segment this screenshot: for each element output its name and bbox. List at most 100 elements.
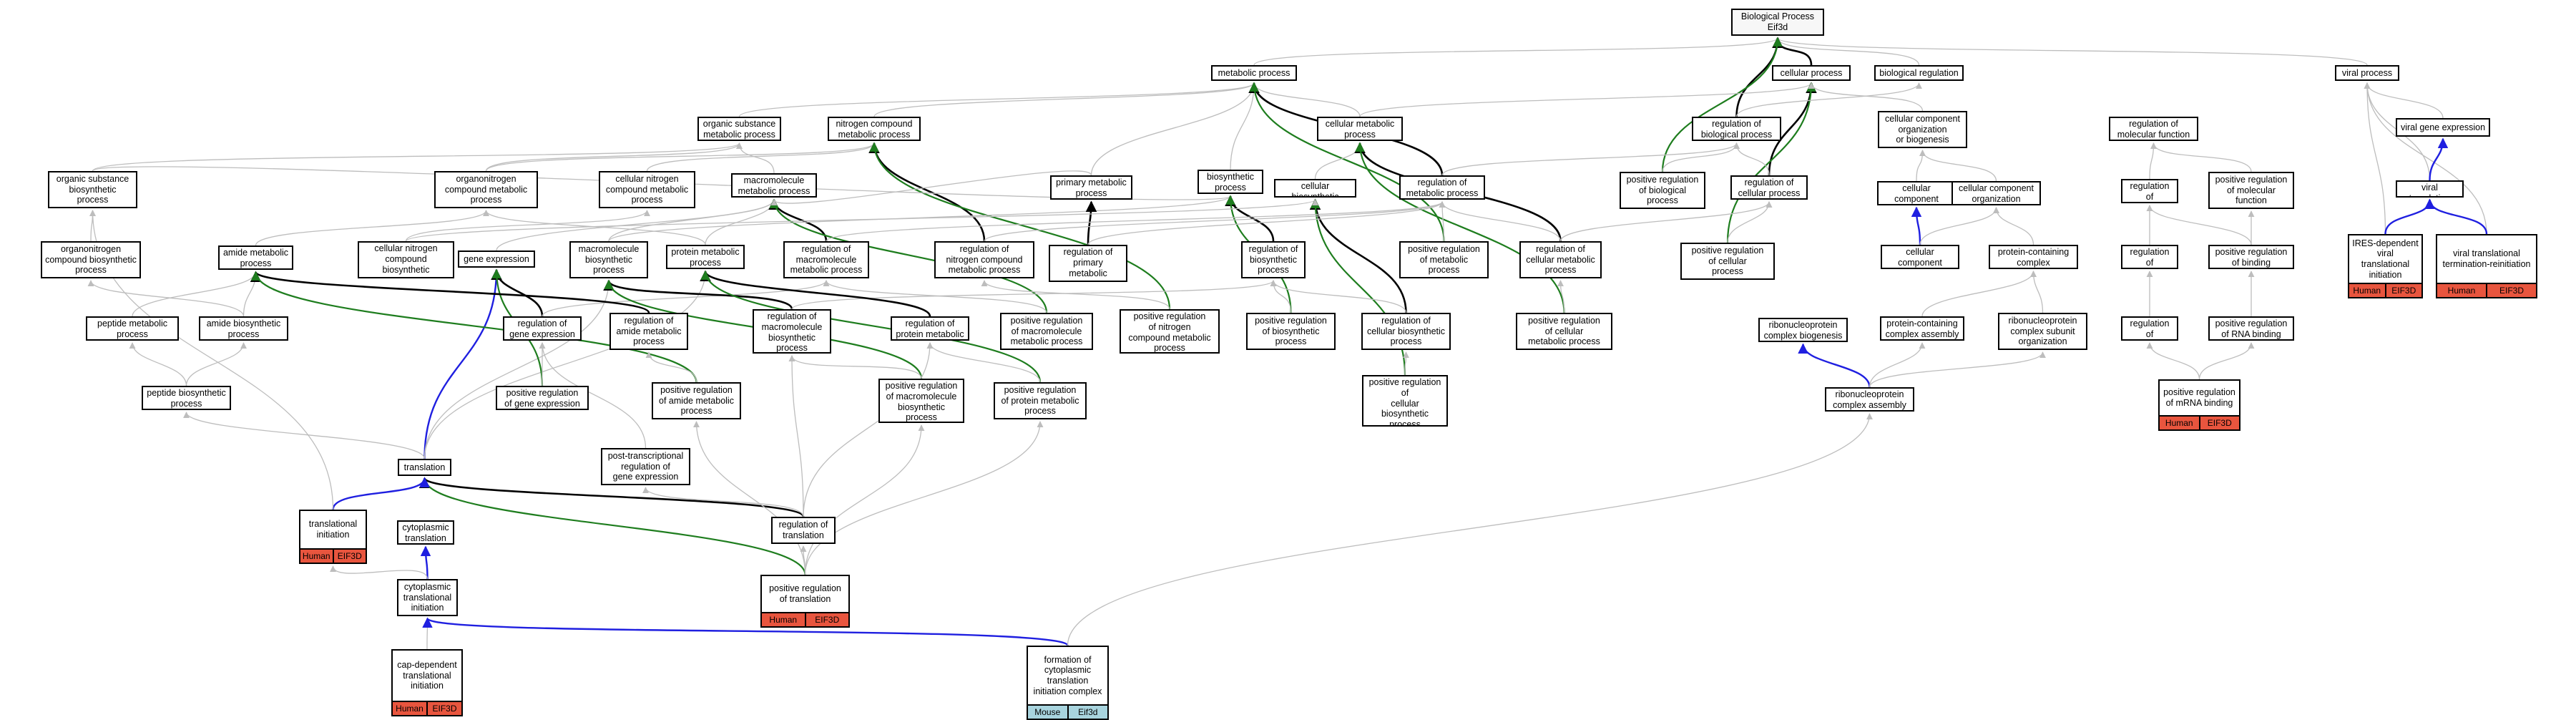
go-term-prmbp[interactable]: positive regulation of macromolecule bio… xyxy=(878,379,964,423)
edge-cncbp-cbp xyxy=(405,199,1318,242)
go-term-label: positive regulation of biosynthetic proc… xyxy=(1255,315,1327,347)
go-term-br[interactable]: biological regulation xyxy=(1874,65,1964,81)
go-term-onmp[interactable]: organonitrogen compound metabolic proces… xyxy=(434,171,538,208)
go-term-rmmp[interactable]: regulation of macromolecule metabolic pr… xyxy=(783,241,869,278)
go-term-prmmp[interactable]: positive regulation of macromolecule met… xyxy=(1000,313,1093,350)
go-term-ccb[interactable]: cellular component biogenesis xyxy=(1877,181,1956,205)
go-term-rcso[interactable]: ribonucleoprotein complex subunit organi… xyxy=(1998,313,2087,350)
edge-cca-ccb xyxy=(1911,206,1922,245)
edge-rncmp-rmp xyxy=(984,201,1446,242)
go-term-prmf[interactable]: positive regulation of molecular functio… xyxy=(2208,172,2294,209)
go-term-rrb[interactable]: regulation of RNA binding xyxy=(2121,245,2178,269)
go-term-prbsp[interactable]: positive regulation of biosynthetic proc… xyxy=(1246,313,1336,350)
go-term-prge[interactable]: positive regulation of gene expression xyxy=(496,386,589,410)
go-term-rcb[interactable]: ribonucleoprotein complex biogenesis xyxy=(1758,318,1848,342)
go-term-prpmp[interactable]: positive regulation of protein metabolic… xyxy=(994,382,1087,419)
go-term-vp[interactable]: viral process xyxy=(2335,65,2399,81)
go-term-pmp[interactable]: primary metabolic process xyxy=(1050,175,1132,200)
go-term-bsp[interactable]: biosynthetic process xyxy=(1198,170,1263,194)
go-term-rmp[interactable]: regulation of metabolic process xyxy=(1399,175,1485,200)
go-term-pcca[interactable]: protein-containing complex assembly xyxy=(1880,316,1964,341)
go-term-ncmp[interactable]: nitrogen compound metabolic process xyxy=(828,117,921,141)
species-tag: Human xyxy=(762,613,805,626)
edge-pepbp-abp xyxy=(185,342,247,386)
go-term-label: regulation of primary metabolic process xyxy=(1063,247,1113,281)
go-term-fcti[interactable]: formation of cytoplasmic translation ini… xyxy=(1027,646,1109,720)
go-term-pcco[interactable]: protein-containing complex organization xyxy=(1989,245,2078,269)
go-term-tr[interactable]: translation xyxy=(398,459,451,476)
go-term-rca[interactable]: ribonucleoprotein complex assembly xyxy=(1825,387,1914,412)
edge-rtr-rmbp xyxy=(788,355,804,517)
go-term-cco[interactable]: cellular component organization xyxy=(1951,181,2041,205)
go-term-prrb[interactable]: positive regulation of RNA binding xyxy=(2208,316,2294,341)
go-term-label: regulation of macromolecule biosynthetic… xyxy=(761,311,823,354)
go-term-rbsp[interactable]: regulation of biosynthetic process xyxy=(1241,241,1306,278)
go-term-ct[interactable]: cytoplasmic translation xyxy=(397,520,454,545)
edge-rb-rmf xyxy=(2149,142,2157,180)
edge-prb-rb xyxy=(2146,205,2252,245)
go-term-pep[interactable]: peptide metabolic process xyxy=(86,316,179,341)
go-term-iresv[interactable]: IRES-dependent viral translational initi… xyxy=(2348,234,2423,298)
go-term-abp[interactable]: amide biosynthetic process xyxy=(199,316,288,341)
go-term-prcp[interactable]: positive regulation of cellular process xyxy=(1680,243,1775,280)
go-term-label: regulation of amide metabolic process xyxy=(616,315,682,347)
edge-rcbp-rbsp xyxy=(1270,280,1407,313)
go-term-ptrg[interactable]: post-transcriptional regulation of gene … xyxy=(601,448,690,485)
go-term-prb[interactable]: positive regulation of binding xyxy=(2208,245,2294,269)
go-term-rb[interactable]: regulation of binding xyxy=(2121,179,2178,203)
go-term-rcbp[interactable]: regulation of cellular biosynthetic proc… xyxy=(1361,313,1451,350)
go-term-label: regulation of biological process xyxy=(1700,119,1773,140)
go-term-rncmp[interactable]: regulation of nitrogen compound metaboli… xyxy=(934,241,1034,278)
go-term-label: cap-dependent translational initiation xyxy=(397,659,457,691)
go-term-label: viral process xyxy=(2341,67,2393,78)
species-tag: Human xyxy=(2349,284,2385,297)
go-term-prmp2[interactable]: protein metabolic process xyxy=(666,245,745,269)
go-term-rcmp[interactable]: regulation of cellular metabolic process xyxy=(1519,241,1602,278)
go-term-vtr[interactable]: viral translational termination-reinitia… xyxy=(2436,234,2537,298)
go-term-cp[interactable]: cellular process xyxy=(1772,65,1851,81)
go-term-cmp[interactable]: cellular metabolic process xyxy=(1317,117,1403,141)
go-term-prmp[interactable]: positive regulation of metabolic process xyxy=(1399,241,1489,278)
go-term-vge[interactable]: viral gene expression xyxy=(2396,118,2490,137)
go-term-rpmp[interactable]: regulation of primary metabolic process xyxy=(1049,245,1127,282)
go-term-ramp[interactable]: regulation of amide metabolic process xyxy=(609,313,688,350)
go-term-rmf[interactable]: regulation of molecular function xyxy=(2109,117,2198,141)
go-term-cncbp[interactable]: cellular nitrogen compound biosynthetic … xyxy=(358,241,454,278)
go-term-rmbp[interactable]: regulation of macromolecule biosynthetic… xyxy=(753,309,831,354)
go-term-prcbp[interactable]: positive regulation of cellular biosynth… xyxy=(1362,375,1448,427)
go-term-osmp[interactable]: organic substance metabolic process xyxy=(697,117,781,141)
go-term-pepbp[interactable]: peptide biosynthetic process xyxy=(142,386,231,410)
go-term-prcmp[interactable]: positive regulation of cellular metaboli… xyxy=(1516,313,1612,350)
go-term-vt[interactable]: viral translation xyxy=(2396,180,2464,198)
go-term-mmp[interactable]: macromolecule metabolic process xyxy=(731,173,817,198)
go-term-rcp[interactable]: regulation of cellular process xyxy=(1730,175,1808,200)
go-term-rbp[interactable]: regulation of biological process xyxy=(1692,117,1781,141)
go-term-rprmp[interactable]: regulation of protein metabolic process xyxy=(891,316,969,341)
go-term-rge[interactable]: regulation of gene expression xyxy=(503,316,582,341)
go-term-cbp[interactable]: cellular biosynthetic process xyxy=(1274,179,1356,198)
go-term-ge[interactable]: gene expression xyxy=(458,250,535,268)
go-term-cca[interactable]: cellular component assembly xyxy=(1881,245,1959,269)
go-term-rmb[interactable]: regulation of mRNA binding xyxy=(2121,316,2178,341)
go-term-cncmp[interactable]: cellular nitrogen compound metabolic pro… xyxy=(599,171,695,208)
go-term-amp[interactable]: amide metabolic process xyxy=(218,245,293,270)
go-term-mbp[interactable]: macromolecule biosynthetic process xyxy=(569,241,648,278)
go-term-osbp[interactable]: organic substance biosynthetic process xyxy=(48,171,137,208)
go-term-oncbp[interactable]: organonitrogen compound biosynthetic pro… xyxy=(41,241,141,278)
go-term-bp[interactable]: Biological Process Eif3d xyxy=(1731,9,1824,36)
go-term-ccob[interactable]: cellular component organization or bioge… xyxy=(1878,111,1967,148)
go-term-mp[interactable]: metabolic process xyxy=(1211,65,1297,81)
edge-prmp-mp xyxy=(1249,82,1445,242)
go-term-prncmp[interactable]: positive regulation of nitrogen compound… xyxy=(1120,309,1220,354)
go-term-rtr[interactable]: regulation of translation xyxy=(771,517,836,544)
edge-vtr-vp xyxy=(2364,82,2487,235)
edge-rpmp-rmp xyxy=(1087,201,1446,245)
go-term-pramp[interactable]: positive regulation of amide metabolic p… xyxy=(652,382,741,419)
go-term-prbp[interactable]: positive regulation of biological proces… xyxy=(1620,172,1705,209)
go-term-cti[interactable]: cytoplasmic translational initiation xyxy=(397,579,458,616)
go-term-label: viral translation xyxy=(2409,183,2451,196)
